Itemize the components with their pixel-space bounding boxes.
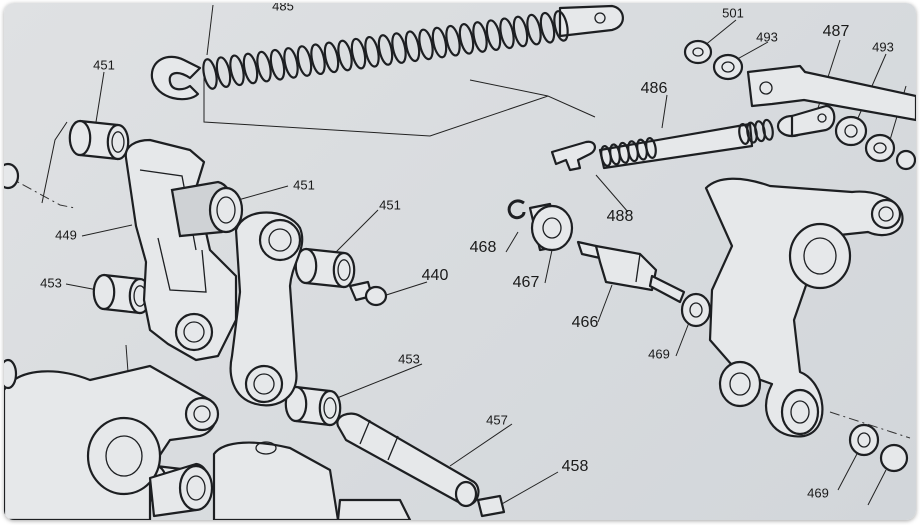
spring-486 bbox=[550, 104, 836, 172]
part-label-485: 485 bbox=[272, 3, 294, 13]
part-label-458: 458 bbox=[562, 458, 589, 475]
parts-diagram-sheet: 485 501 493 487 493 451 486 451 451 488 449 468 440 4… bbox=[4, 3, 916, 520]
part-label-487: 487 bbox=[823, 23, 850, 40]
spring-485 bbox=[150, 4, 624, 101]
screw-440 bbox=[348, 280, 388, 307]
part-label-449: 449 bbox=[55, 227, 77, 242]
bracket-487 bbox=[746, 64, 916, 122]
washer-469-a bbox=[680, 292, 712, 328]
stud-466 bbox=[576, 240, 686, 304]
part-label-467: 467 bbox=[513, 274, 540, 291]
part-label-468: 468 bbox=[470, 239, 497, 256]
bottom-left-housing bbox=[4, 364, 412, 520]
left-edge-fragment bbox=[4, 162, 20, 390]
nuts-and-washers bbox=[683, 39, 916, 171]
screw-458 bbox=[476, 494, 506, 518]
part-label-453: 453 bbox=[398, 351, 420, 366]
washer-469-b bbox=[848, 423, 909, 473]
part-label-469: 469 bbox=[648, 346, 670, 361]
part-label-493: 493 bbox=[756, 29, 778, 44]
part-label-451: 451 bbox=[93, 57, 115, 72]
leader-lines bbox=[4, 4, 911, 506]
bushing-467 bbox=[528, 202, 574, 252]
part-label-501: 501 bbox=[722, 5, 744, 20]
right-lever bbox=[704, 177, 904, 438]
part-label-440: 440 bbox=[422, 267, 449, 284]
part-label-493: 493 bbox=[872, 39, 894, 54]
pin-457 bbox=[336, 412, 480, 508]
part-label-453: 453 bbox=[40, 275, 62, 290]
part-label-488: 488 bbox=[607, 208, 634, 225]
part-label-486: 486 bbox=[641, 80, 668, 97]
part-label-451: 451 bbox=[379, 197, 401, 212]
part-label-466: 466 bbox=[572, 314, 599, 331]
part-label-457: 457 bbox=[486, 412, 508, 427]
c-clip-468 bbox=[507, 199, 526, 220]
exploded-parts-diagram: 485 501 493 487 493 451 486 451 451 488 449 468 440 4… bbox=[4, 3, 916, 520]
part-number-labels: 485 501 493 487 493 451 486 451 451 488 449 468 440 4… bbox=[40, 3, 894, 500]
lever-assembly-449 bbox=[124, 138, 304, 407]
part-label-469: 469 bbox=[807, 485, 829, 500]
part-label-451: 451 bbox=[293, 177, 315, 192]
